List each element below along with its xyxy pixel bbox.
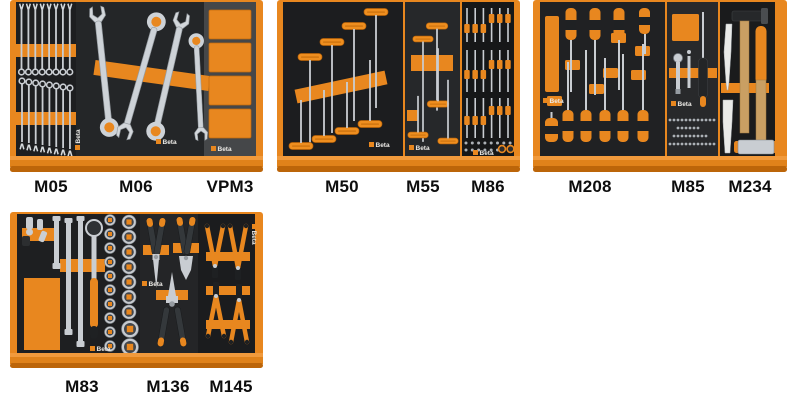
tray-photo-hex-keys: Beta Beta — [277, 0, 520, 172]
socket-bit — [506, 144, 515, 154]
module-label-vpm3: VPM3 — [206, 177, 254, 196]
tray-screwdriver-hammer-modules: Beta Beta — [533, 0, 787, 196]
punch-chisel — [723, 23, 733, 91]
beta-logo: Beta — [369, 142, 390, 149]
ratchet-handle — [85, 219, 103, 339]
module-label-m136: M136 — [146, 377, 190, 396]
module-label-m208: M208 — [568, 177, 612, 196]
module-label-m145: M145 — [209, 377, 253, 396]
svg-text:Beta: Beta — [480, 150, 494, 157]
module-label-m50: M50 — [325, 177, 359, 196]
module-m86-foam — [462, 2, 514, 156]
foam-bin-cutout — [24, 278, 60, 350]
circlip-pliers-set — [204, 223, 250, 345]
mallet — [734, 26, 778, 155]
bit-holder-rows — [464, 8, 511, 138]
svg-text:Beta: Beta — [550, 98, 564, 105]
precision-screwdriver — [698, 12, 708, 107]
beta-logo: Beta — [211, 146, 232, 153]
svg-text:Beta: Beta — [250, 231, 257, 245]
module-label-m86: M86 — [471, 177, 505, 196]
svg-text:Beta: Beta — [163, 139, 177, 146]
module-label-m05: M05 — [34, 177, 68, 196]
beta-logo: Beta — [75, 129, 82, 150]
svg-text:Beta: Beta — [416, 145, 430, 152]
tray-socket-plier-modules: Beta — [10, 212, 263, 396]
svg-text:Beta: Beta — [218, 146, 232, 153]
slip-joint-pliers — [176, 216, 196, 280]
universal-joint — [22, 217, 48, 246]
beta-logo: Beta — [409, 145, 430, 152]
module-label-m234: M234 — [728, 177, 772, 196]
tray-lip — [533, 156, 787, 172]
svg-text:Beta: Beta — [149, 281, 163, 288]
circlip-pliers-tips — [204, 223, 250, 345]
bit-adapter — [687, 50, 691, 88]
tray-hex-key-modules: Beta Beta — [277, 0, 520, 196]
module-label-m85: M85 — [671, 177, 705, 196]
vpm3-storage-bins — [208, 9, 252, 139]
beta-logo: Beta — [142, 281, 163, 288]
flat-chisel — [722, 99, 734, 154]
cross-pein-hammer — [731, 8, 768, 134]
beta-logo: Beta — [250, 224, 257, 245]
tray-lip — [10, 156, 263, 172]
svg-text:Beta: Beta — [75, 129, 82, 143]
beta-logo: Beta — [90, 346, 111, 353]
screwdriver-set-handles-down — [545, 44, 649, 142]
extension-bars — [52, 216, 85, 347]
screwdriver-set-handles-up — [565, 8, 650, 95]
module-label-m55: M55 — [406, 177, 440, 196]
tray-photo-wrenches: Beta Beta Beta — [10, 0, 263, 172]
tray-lip — [277, 156, 520, 172]
svg-text:Beta: Beta — [376, 142, 390, 149]
tray-wrench-modules: Beta Beta Beta M05 M06 VPM3 — [10, 0, 263, 196]
t-handle-hex-key-set-small — [407, 22, 459, 145]
tray-photo-sockets-pliers: Beta — [10, 212, 263, 368]
module-label-m83: M83 — [65, 377, 99, 396]
tray-photo-screwdrivers-hammers: Beta Beta — [533, 0, 787, 172]
bit-assortment-dots — [668, 118, 716, 146]
tray-lip — [10, 353, 263, 368]
svg-text:Beta: Beta — [97, 346, 111, 353]
mini-ratchet — [673, 53, 683, 94]
socket-bit — [497, 144, 507, 154]
t-handle-hex-key-set — [288, 8, 389, 150]
module-label-m06: M06 — [119, 177, 153, 196]
beta-logo: Beta — [543, 98, 564, 105]
beta-logo: Beta — [156, 139, 177, 146]
long-nose-pliers — [146, 217, 166, 288]
module-m05-foam — [16, 2, 76, 156]
combination-pliers — [157, 272, 187, 347]
svg-text:Beta: Beta — [678, 101, 692, 108]
beta-logo: Beta — [671, 101, 692, 108]
circlip-pliers-pivots — [213, 264, 241, 302]
beta-logo: Beta — [473, 150, 494, 157]
